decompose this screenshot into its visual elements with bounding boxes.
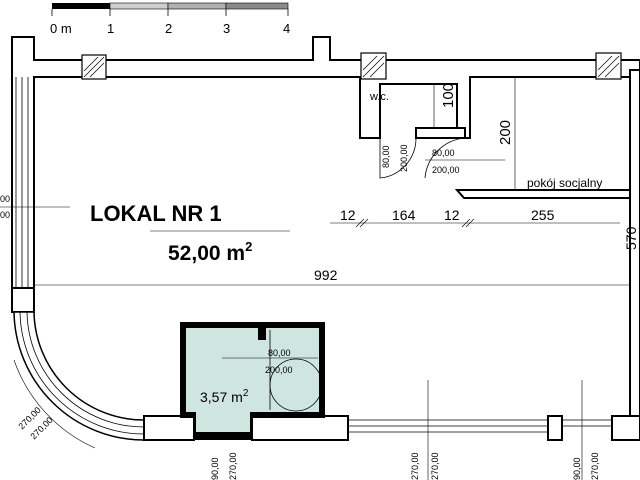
bathroom-area: 3,57 m2 [200, 388, 249, 405]
scale-tick-0: 0 m [50, 21, 72, 36]
scale-bar: 0 m 1 2 3 4 [50, 2, 290, 36]
scale-tick-3: 3 [223, 21, 230, 36]
bottom-window-dims: 90,00 270,00 270,00 270,00 90,00 270,00 [210, 452, 600, 480]
social-door-height: 200,00 [432, 165, 460, 175]
unit-name: LOKAL NR 1 [90, 201, 222, 226]
win3-dim-270: 270,00 [590, 452, 600, 480]
win1-dim-90: 90,00 [210, 457, 220, 480]
win1-dim-270: 270,00 [228, 452, 238, 480]
column-3 [595, 52, 622, 80]
scale-tick-4: 4 [283, 21, 290, 36]
dim-570: 570 [623, 226, 639, 250]
total-length-dim: 992 [34, 267, 630, 286]
bath-door-width: 80,00 [268, 348, 291, 358]
scale-tick-2: 2 [165, 21, 172, 36]
win2-dim-a: 270,00 [410, 452, 420, 480]
dim-12-a: 12 [340, 207, 356, 223]
staff-room: 80,00 200,00 200 pokój socjalny [424, 77, 602, 190]
unit-area: 52,00 m2 [168, 239, 252, 265]
wc-door-height: 200,00 [399, 144, 409, 172]
dim-12-b: 12 [444, 207, 460, 223]
dimension-row: 12 164 12 255 570 [330, 207, 639, 250]
social-door-width: 80,00 [432, 148, 455, 158]
dim-200: 200 [497, 120, 514, 145]
bath-door-height: 200,00 [265, 365, 293, 375]
unit-title: LOKAL NR 1 52,00 m2 [90, 201, 290, 265]
curved-wall: 270,00 270,00 [11, 287, 145, 449]
dim-255: 255 [531, 207, 555, 223]
wc-room: w.c. 80,00 200,00 100 [369, 83, 457, 179]
wc-label: w.c. [369, 91, 389, 103]
left-window: 00 00 [0, 77, 70, 288]
left-window-dim-a: 00 [0, 194, 10, 204]
scale-tick-1: 1 [107, 21, 114, 36]
dim-992: 992 [314, 267, 338, 283]
left-window-dim-b: 00 [0, 210, 10, 220]
bathroom: 80,00 200,00 3,57 m2 [180, 322, 325, 440]
dim-164: 164 [392, 207, 416, 223]
win3-dim-90: 90,00 [572, 457, 582, 480]
win2-dim-b: 270,00 [430, 452, 440, 480]
top-wall [11, 36, 640, 441]
wc-door-width: 80,00 [381, 145, 391, 168]
staff-room-label: pokój socjalny [527, 176, 602, 190]
dim-100: 100 [440, 83, 457, 108]
